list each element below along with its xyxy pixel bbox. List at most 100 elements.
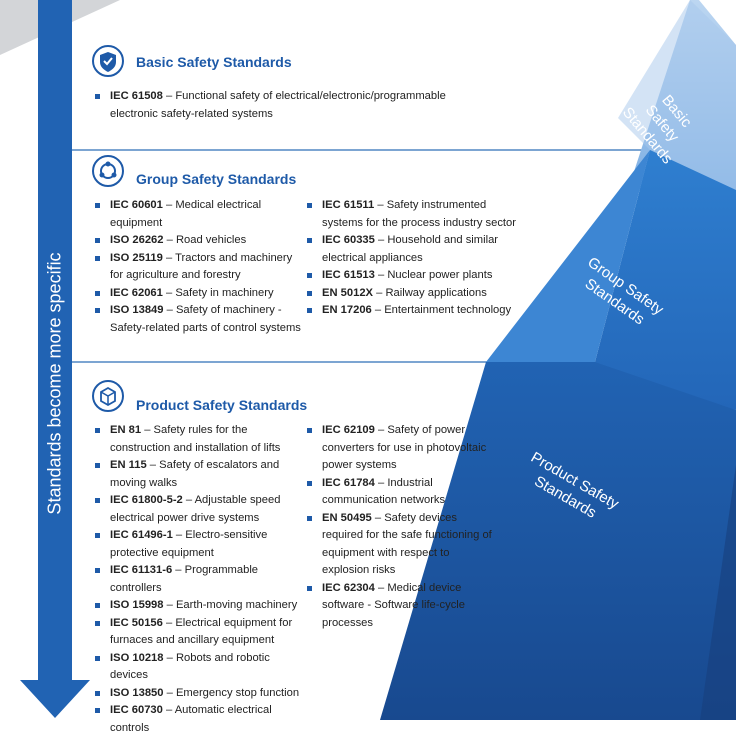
standard-code: ISO 15998 — [110, 599, 164, 611]
standard-item: ISO 13850 – Emergency stop function — [92, 685, 302, 703]
standard-item: IEC 61496-1 – Electro-sensitive protecti… — [92, 527, 302, 562]
standard-item: IEC 61784 – Industrial communication net… — [304, 475, 492, 510]
standard-code: IEC 62061 — [110, 286, 163, 299]
separator: – — [163, 599, 176, 611]
basic-list: IEC 61508 – Functional safety of electri… — [92, 88, 462, 123]
standard-item: IEC 61513 – Nuclear power plants — [304, 267, 529, 285]
separator: – — [374, 581, 388, 594]
arrow-label: Standards become more specific — [44, 252, 65, 515]
pyramid-top-face — [618, 0, 736, 190]
standard-description: Tractors and machinery for agriculture a… — [110, 251, 293, 282]
separator: – — [172, 564, 185, 576]
standard-description: Electro-sensitive protective equipment — [110, 529, 268, 559]
standard-code: IEC 60730 — [110, 704, 163, 716]
standard-item: ISO 13849 – Safety of machinery - Safety… — [92, 302, 302, 337]
separator: – — [163, 686, 176, 699]
separator: – — [162, 90, 176, 102]
standard-item: ISO 25119 – Tractors and machinery for a… — [92, 250, 302, 285]
network-icon — [92, 155, 124, 187]
standard-code: IEC 61496-1 — [110, 529, 173, 541]
standard-code: IEC 61513 — [322, 269, 375, 281]
standard-description: Safety rules for the construction and in… — [110, 424, 281, 454]
group-title: Group Safety Standards — [136, 171, 297, 187]
standard-description: Medical electrical equipment — [110, 199, 262, 229]
standard-description: Safety in machinery — [175, 286, 274, 299]
separator: – — [162, 286, 176, 299]
standard-item: IEC 60335 – Household and similar electr… — [304, 232, 529, 267]
separator: – — [162, 199, 176, 211]
standard-code: IEC 50156 — [110, 616, 163, 629]
standard-description: Safety of escalators and moving walks — [110, 459, 280, 489]
standard-code: IEC 61800-5-2 — [110, 494, 183, 506]
standard-description: Safety of power converters for use in ph… — [322, 424, 487, 471]
pyramid-middle-left — [486, 150, 650, 362]
separator: – — [146, 459, 160, 471]
separator: – — [374, 199, 387, 211]
standard-description: Safety instrumented systems for the proc… — [322, 199, 516, 229]
standard-description: Safety of machinery - Safety-related par… — [110, 304, 301, 334]
standard-code: ISO 10218 — [110, 651, 164, 664]
basic-section: Basic Safety Standards IEC 61508 – Funct… — [92, 48, 512, 123]
standard-description: Earth-moving machinery — [175, 599, 298, 611]
standard-code: EN 115 — [110, 459, 147, 471]
separator: – — [374, 424, 388, 436]
standard-description: Road vehicles — [175, 234, 247, 246]
pyramid-middle — [576, 150, 736, 410]
standard-item: IEC 61131-6 – Programmable controllers — [92, 562, 302, 597]
standard-item: EN 17206 – Entertainment technology — [304, 302, 529, 320]
box-icon — [92, 380, 124, 412]
standard-item: EN 50495 – Safety devices required for t… — [304, 510, 492, 580]
standard-code: IEC 62109 — [322, 424, 375, 436]
standard-code: IEC 60601 — [110, 199, 163, 211]
basic-title: Basic Safety Standards — [136, 54, 292, 70]
standard-description: Functional safety of electrical/electron… — [110, 90, 446, 120]
diagram-canvas — [0, 0, 736, 720]
product-section: Product Safety Standards EN 81 – Safety … — [92, 392, 532, 734]
standard-code: ISO 25119 — [110, 251, 163, 264]
pyramid-bottom-right — [700, 465, 736, 720]
standard-code: EN 81 — [110, 424, 142, 436]
group-left-list: IEC 60601 – Medical electrical equipment… — [92, 197, 302, 337]
standard-item: EN 81 – Safety rules for the constructio… — [92, 422, 302, 457]
standard-description: Household and similar electrical applian… — [322, 234, 499, 264]
standard-description: Programmable controllers — [110, 564, 259, 594]
separator: – — [182, 494, 195, 506]
standard-item: IEC 62109 – Safety of power converters f… — [304, 422, 492, 475]
separator: – — [163, 234, 176, 246]
standard-item: ISO 26262 – Road vehicles — [92, 232, 302, 250]
standard-code: IEC 61131-6 — [110, 564, 173, 576]
standard-description: Medical device software - Software life-… — [322, 581, 465, 629]
separator: – — [374, 476, 388, 489]
standard-code: IEC 61511 — [322, 199, 375, 211]
product-right-list: IEC 62109 – Safety of power converters f… — [304, 422, 492, 632]
standard-code: IEC 61784 — [322, 476, 375, 489]
standard-item: IEC 62304 – Medical device software - So… — [304, 580, 492, 633]
standard-description: Industrial communication networks — [322, 476, 446, 507]
group-right-list: IEC 61511 – Safety instrumented systems … — [304, 197, 529, 320]
standard-description: Nuclear power plants — [387, 269, 493, 281]
separator: – — [374, 234, 388, 246]
standard-code: IEC 61508 — [110, 90, 163, 102]
separator: – — [162, 704, 175, 716]
standard-code: ISO 26262 — [110, 234, 164, 246]
standard-item: IEC 60601 – Medical electrical equipment — [92, 197, 302, 232]
standard-code: ISO 13849 — [110, 304, 164, 316]
separator: – — [163, 651, 176, 664]
standard-description: Robots and robotic devices — [110, 651, 270, 682]
standard-item: ISO 10218 – Robots and robotic devices — [92, 650, 302, 685]
standard-code: EN 17206 — [322, 304, 372, 316]
separator: – — [162, 616, 176, 629]
separator: – — [141, 424, 154, 436]
standard-description: Emergency stop function — [175, 686, 300, 699]
standard-item: ISO 15998 – Earth-moving machinery — [92, 597, 302, 615]
product-left-list: EN 81 – Safety rules for the constructio… — [92, 422, 302, 737]
separator: – — [373, 286, 386, 299]
separator: – — [371, 511, 385, 524]
separator: – — [371, 304, 385, 316]
standard-description: Railway applications — [385, 286, 487, 299]
shield-icon — [92, 45, 124, 77]
separator: – — [163, 304, 176, 316]
separator: – — [172, 529, 186, 541]
standard-code: ISO 13850 — [110, 686, 164, 699]
standard-item: IEC 62061 – Safety in machinery — [92, 285, 302, 303]
